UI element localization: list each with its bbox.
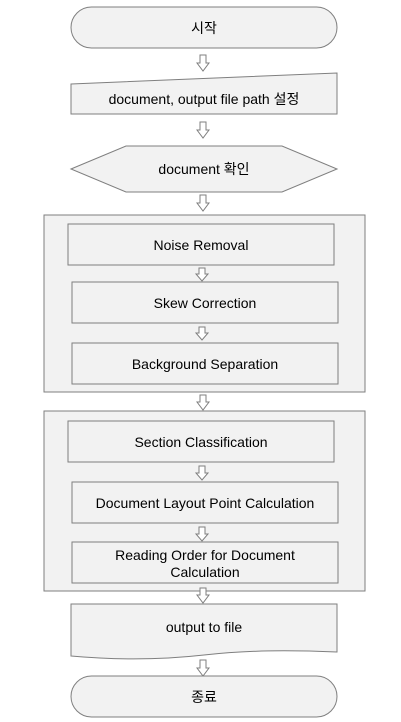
arrow-down-icon: [194, 326, 210, 341]
reading-order-step: Reading Order for Document Calculation: [71, 541, 339, 584]
arrow-down-icon: [196, 54, 210, 72]
start-terminator: 시작: [70, 6, 338, 49]
set-paths-label: document, output file path 설정: [109, 91, 300, 107]
arrow-down-icon: [196, 587, 210, 604]
background-separation-step: Background Separation: [71, 342, 339, 385]
arrow-down-icon: [194, 465, 210, 481]
layout-point-calculation-step: Document Layout Point Calculation: [71, 481, 339, 524]
output-to-file-document: output to file: [70, 603, 338, 660]
background-separation-label: Background Separation: [132, 356, 278, 372]
layout-point-calculation-label: Document Layout Point Calculation: [96, 495, 315, 511]
arrow-down-icon: [196, 194, 210, 212]
end-label: 종료: [191, 689, 217, 705]
start-label: 시작: [191, 20, 217, 36]
arrow-down-icon: [196, 394, 210, 411]
reading-order-label-line1: Reading Order for Document: [115, 547, 295, 563]
check-document-label: document 확인: [158, 161, 249, 177]
skew-correction-step: Skew Correction: [71, 281, 339, 324]
noise-removal-step: Noise Removal: [67, 223, 335, 266]
output-to-file-label: output to file: [166, 619, 242, 635]
section-classification-label: Section Classification: [134, 434, 267, 450]
arrow-down-icon: [194, 526, 210, 542]
noise-removal-label: Noise Removal: [154, 237, 249, 253]
arrow-down-icon: [196, 659, 210, 677]
set-paths-input-step: document, output file path 설정: [70, 72, 338, 115]
end-terminator: 종료: [70, 675, 338, 718]
section-classification-step: Section Classification: [67, 420, 335, 463]
check-document-hexagon: document 확인: [69, 145, 339, 193]
arrow-down-icon: [196, 121, 210, 139]
arrow-down-icon: [194, 267, 210, 282]
reading-order-label-line2: Calculation: [170, 564, 239, 580]
skew-correction-label: Skew Correction: [154, 295, 257, 311]
